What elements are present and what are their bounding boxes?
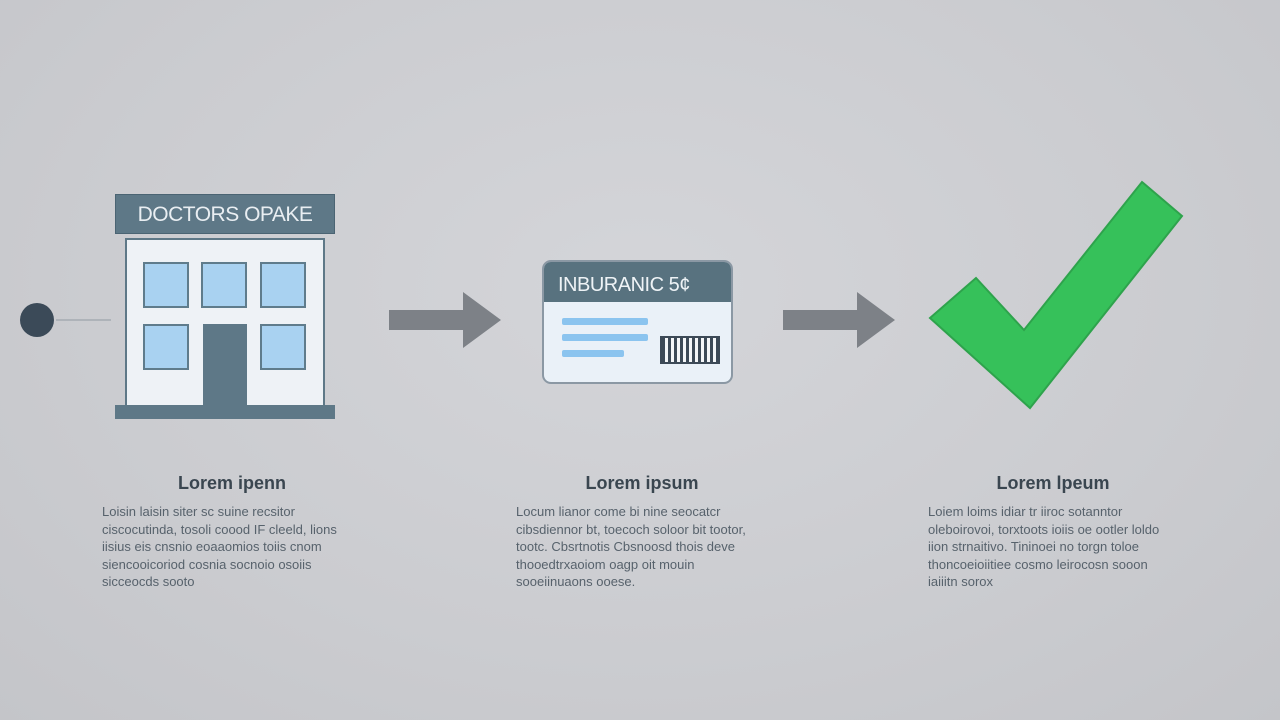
- card-text-line: [562, 334, 648, 341]
- checkmark-icon: [928, 180, 1184, 410]
- barcode-icon: [660, 336, 720, 364]
- arrow-right-icon: [783, 292, 895, 348]
- step-3-caption: Lorem lpeum Loiem loims idiar tr iiroc s…: [928, 473, 1178, 591]
- step-description: Loisin laisin siter sc suine recsitor ci…: [102, 504, 337, 589]
- step-description: Loiem loims idiar tr iiroc sotanntor ole…: [928, 504, 1160, 589]
- building-window: [260, 262, 306, 308]
- start-connector-line: [56, 319, 111, 321]
- step-description: Locum lianor come bi nine seocatcr cibsd…: [516, 504, 746, 589]
- start-node: [20, 303, 54, 337]
- card-text-line: [562, 350, 624, 357]
- step-1-caption: Lorem ipenn Loisin laisin siter sc suine…: [102, 473, 362, 591]
- step-title: Lorem ipsum: [585, 473, 699, 493]
- building-window: [260, 324, 306, 370]
- arrow-right-icon: [389, 292, 501, 348]
- doctors-office-sign: DOCTORS OPAKE: [115, 194, 335, 234]
- step-title: Lorem lpeum: [996, 473, 1110, 493]
- card-text-line: [562, 318, 648, 325]
- building-window: [143, 324, 189, 370]
- step-2-caption: Lorem ipsum Locum lianor come bi nine se…: [516, 473, 768, 591]
- insurance-card-title: INBURANIC 5¢: [544, 262, 731, 302]
- insurance-card-icon: INBURANIC 5¢: [542, 260, 733, 384]
- building-base: [115, 405, 335, 419]
- step-title: Lorem ipenn: [177, 473, 286, 493]
- building-window: [201, 262, 247, 308]
- building-window: [143, 262, 189, 308]
- building-icon: [125, 238, 325, 408]
- building-door: [203, 324, 247, 408]
